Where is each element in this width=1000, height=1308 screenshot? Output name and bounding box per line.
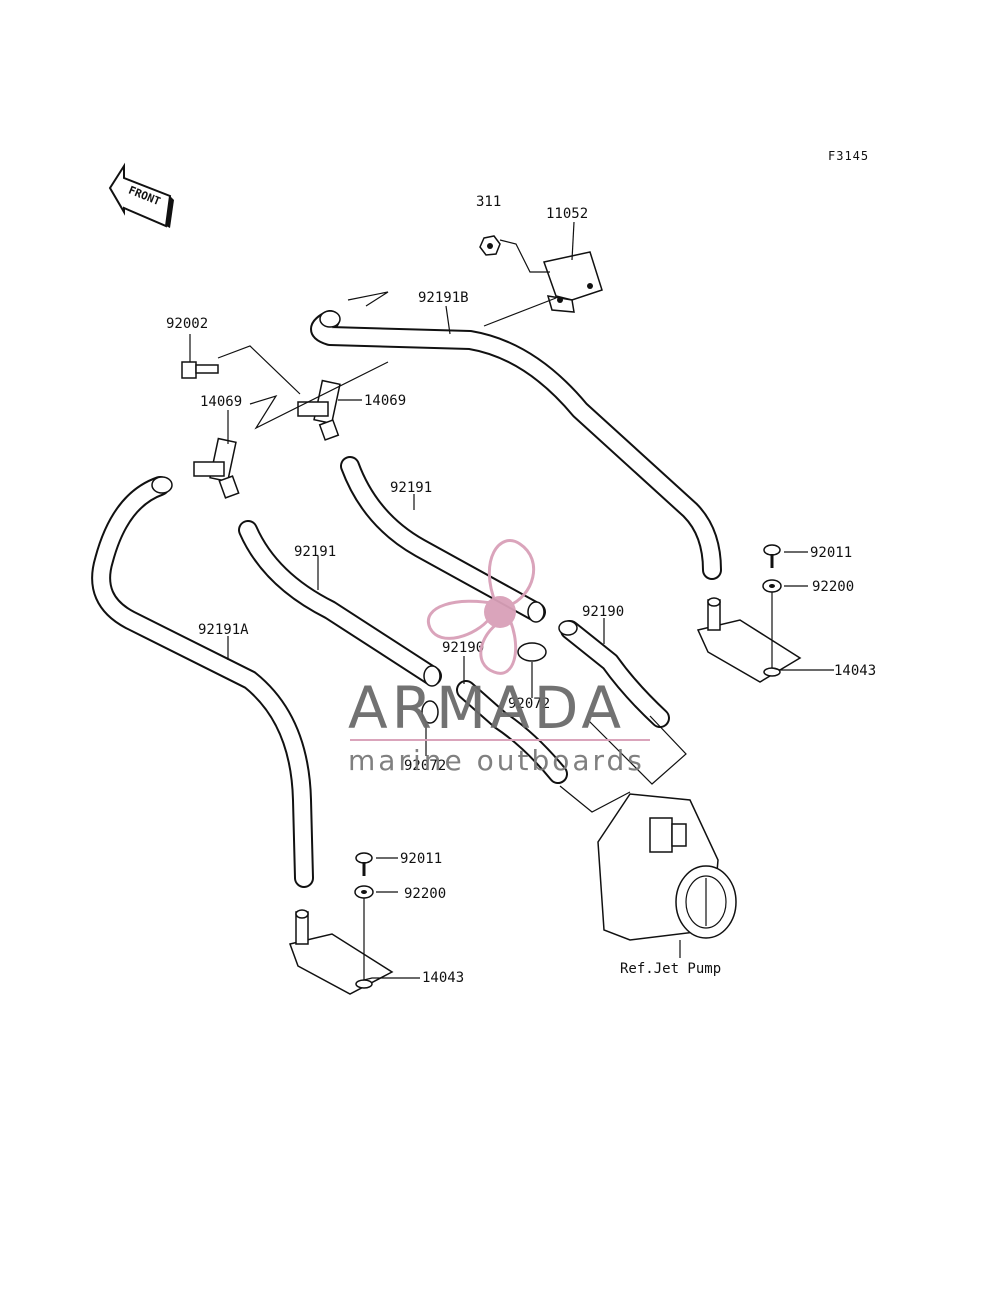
front-arrow-icon: FRONT: [108, 162, 174, 228]
label-11052: 11052: [546, 206, 588, 222]
label-92002: 92002: [166, 316, 208, 332]
screw-92011-right: [763, 544, 781, 568]
watermark: ARMADA marine outboards: [348, 539, 650, 777]
label-14069-right: 14069: [364, 393, 406, 409]
hose-92190-right: [558, 620, 670, 728]
label-92072-left: 92072: [404, 758, 446, 774]
leader-lines: [189, 221, 834, 981]
clamp-92072-right: [517, 642, 547, 662]
label-14069-left: 14069: [200, 394, 242, 410]
label-92190-right: 92190: [582, 604, 624, 620]
label-92011-right: 92011: [810, 545, 852, 561]
label-ref-jet-pump: Ref.Jet Pump: [620, 961, 721, 977]
hose-92191-right: [340, 456, 546, 623]
part-labels: 311 11052 92191B 92002 14069 14069 92191…: [166, 194, 876, 986]
label-311: 311: [476, 194, 501, 210]
label-92072-right: 92072: [508, 696, 550, 712]
label-92191A: 92191A: [198, 622, 249, 638]
label-92190-left: 92190: [442, 640, 484, 656]
label-92191-left: 92191: [294, 544, 336, 560]
label-92200-right: 92200: [812, 579, 854, 595]
hose-92191-left: [238, 520, 442, 687]
hose-92191A: [91, 476, 314, 888]
watermark-tagline: marine outboards: [348, 744, 645, 777]
label-92011-left: 92011: [400, 851, 442, 867]
label-14043-right: 14043: [834, 663, 876, 679]
clamp-92072-left: [421, 700, 439, 724]
label-14043-left: 14043: [422, 970, 464, 986]
jet-pump-reference: [597, 793, 737, 941]
fitting-14069-right: [297, 379, 341, 441]
bolt-92002: [181, 361, 219, 379]
mount-14043-left: [289, 909, 394, 995]
fitting-14069-left: [193, 437, 240, 499]
propeller-logo-icon: [426, 539, 536, 675]
mount-14043-right: [696, 597, 802, 683]
label-92191B: 92191B: [418, 290, 469, 306]
watermark-brand: ARMADA: [348, 674, 625, 742]
bracket-11052: [543, 251, 603, 313]
washer-92200-left: [354, 885, 374, 899]
figure-code: F3145: [828, 149, 869, 163]
screw-92011-left: [355, 852, 373, 876]
nut-311: [479, 235, 501, 256]
label-92191-right: 92191: [390, 480, 432, 496]
washer-92200-right: [762, 579, 782, 593]
hose-92191B: [310, 310, 722, 580]
label-92200-left: 92200: [404, 886, 446, 902]
